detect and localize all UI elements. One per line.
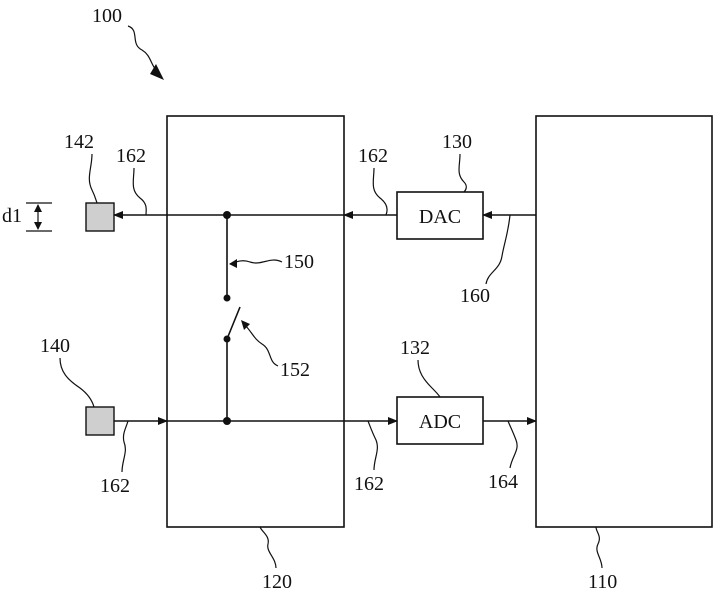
ref-label-132: 132 [400,337,430,359]
leader-132 [417,359,441,398]
switch-contact-top [223,294,231,302]
leader-130 [458,153,467,193]
ref-label-140: 140 [40,335,70,357]
adc-block [396,396,484,445]
leader-100 [127,25,161,75]
ref-label-162-bottom-right: 162 [354,473,384,495]
block-120 [166,115,345,528]
d1-arrow-down [34,222,42,230]
leader-164 [507,420,518,469]
d1-arrow-up [34,204,42,212]
leader-100-arrowhead [150,64,164,80]
ref-label-162-bottom-left: 162 [100,475,130,497]
ref-label-120: 120 [262,571,292,593]
leader-152-arrowhead [241,320,250,330]
ref-label-164: 164 [488,471,518,493]
ref-label-110: 110 [588,571,617,593]
ref-label-142: 142 [64,131,94,153]
leader-162-bottom-left [121,420,129,473]
leader-162-top-left [132,167,147,216]
pad-142 [85,202,115,232]
pad-140 [85,406,115,436]
ref-label-162-top-left: 162 [116,145,146,167]
ref-label-130: 130 [442,131,472,153]
leader-150-arrowhead [229,259,237,268]
ref-label-160: 160 [460,285,490,307]
ref-label-152: 152 [280,359,310,381]
switch-152-blade [226,306,241,340]
leader-162-bottom-right [367,420,378,471]
dac-label: DAC [419,206,461,228]
ref-label-100: 100 [92,5,122,27]
adc-label: ADC [419,411,461,433]
leader-160 [485,214,511,285]
ref-label-162-top-right: 162 [358,145,388,167]
leader-140 [59,357,95,408]
leader-142 [88,153,98,204]
leader-152 [243,323,279,367]
leader-110 [595,526,603,569]
leader-162-top-right [372,167,388,216]
leader-120 [259,526,277,569]
ref-label-150: 150 [284,251,314,273]
dimension-label-d1: d1 [2,205,22,227]
block-110 [535,115,713,528]
